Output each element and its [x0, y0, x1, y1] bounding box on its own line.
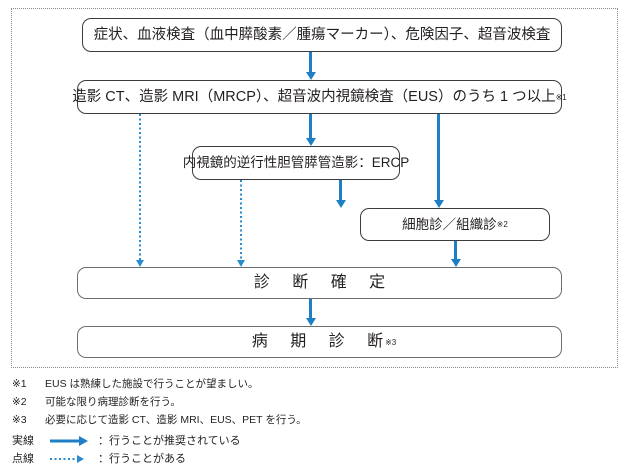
- node-diagnosis: 診 断 確 定: [77, 267, 562, 299]
- legend: 実線 ：行うことが推奨されている 点線 ：行うことがある: [12, 434, 618, 471]
- node-imaging-footnote-mark: ※1: [555, 92, 567, 102]
- footnote-text: 必要に応じて造影 CT、造影 MRI、EUS、PET を行う。: [45, 414, 307, 427]
- footnote-item: ※1 EUS は熟練した施設で行うことが望ましい。: [12, 378, 618, 391]
- footnotes-list: ※1 EUS は熟練した施設で行うことが望ましい。 ※2 可能な限り病理診断を行…: [12, 378, 618, 432]
- arrow-shaft: [437, 114, 440, 200]
- arrow-shaft: [139, 114, 141, 260]
- dotted-arrow-icon: [48, 454, 98, 465]
- node-staging-footnote-mark: ※3: [385, 337, 397, 347]
- arrow-shaft: [240, 180, 242, 260]
- arrowhead-down-icon: [305, 138, 316, 146]
- arrow-diagnosis-to-staging: [305, 299, 316, 326]
- arrow-symptoms-to-imaging: [305, 52, 316, 80]
- node-ercp: 内視鏡的逆行性胆管膵管造影：ERCP: [183, 146, 409, 180]
- footnote-mark: ※2: [12, 396, 27, 409]
- arrow-shaft: [309, 52, 312, 72]
- node-ercp-label: 内視鏡的逆行性胆管膵管造影：ERCP: [182, 155, 410, 171]
- arrow-ercp-to-cytology: [335, 180, 346, 208]
- solid-arrow-icon: [48, 436, 98, 447]
- legend-item-dotted: 点線 ：行うことがある: [12, 452, 618, 466]
- arrow-shaft: [309, 299, 312, 318]
- arrow-shaft: [339, 180, 342, 200]
- arrowhead-down-icon: [237, 260, 245, 267]
- node-cytology-label: 細胞診／組織診: [402, 216, 497, 232]
- node-staging-label: 病 期 診 断: [251, 333, 393, 350]
- diagram-frame: [11, 8, 618, 368]
- arrowhead-down-icon: [136, 260, 144, 267]
- node-diagnosis-label: 診 断 確 定: [253, 274, 395, 291]
- footnote-mark: ※3: [12, 414, 27, 427]
- node-cytology-footnote-mark: ※2: [496, 220, 508, 229]
- legend-label: 実線: [12, 435, 34, 447]
- node-cytology: 細胞診／組織診※2: [360, 208, 550, 241]
- footnote-item: ※3 必要に応じて造影 CT、造影 MRI、EUS、PET を行う。: [12, 414, 618, 427]
- footnote-text: EUS は熟練した施設で行うことが望ましい。: [45, 378, 259, 390]
- legend-description: ：行うことが推奨されている: [98, 435, 241, 447]
- arrowhead-down-icon: [305, 72, 316, 80]
- node-staging: 病 期 診 断※3: [77, 326, 562, 358]
- arrowhead-down-icon: [335, 200, 346, 208]
- arrowhead-down-icon: [450, 259, 461, 267]
- arrowhead-down-icon: [433, 200, 444, 208]
- arrow-shaft: [309, 114, 312, 138]
- legend-description: ：行うことがある: [98, 453, 186, 466]
- arrow-cytology-to-diagnosis: [450, 241, 461, 267]
- footnote-text: 可能な限り病理診断を行う。: [45, 396, 181, 409]
- legend-label: 点線: [12, 453, 34, 466]
- node-symptoms-label: 症状、血液検査（血中膵酸素／腫瘍マーカー）、危険因子、超音波検査: [93, 26, 551, 43]
- footnote-mark: ※1: [12, 378, 27, 390]
- arrow-imaging-to-ercp: [305, 114, 316, 146]
- arrow-imaging-to-cytology: [433, 114, 444, 208]
- arrow-shaft: [454, 241, 457, 259]
- node-imaging: 造影 CT、造影 MRI（MRCP）、超音波内視鏡検査（EUS）のうち 1 つ以…: [72, 80, 567, 114]
- footnote-item: ※2 可能な限り病理診断を行う。: [12, 396, 618, 409]
- dotted-arrow-imaging-to-diagnosis: [136, 114, 144, 267]
- node-symptoms: 症状、血液検査（血中膵酸素／腫瘍マーカー）、危険因子、超音波検査: [82, 18, 562, 52]
- dotted-arrow-ercp-to-diagnosis: [237, 180, 245, 267]
- arrowhead-down-icon: [305, 318, 316, 326]
- node-imaging-label: 造影 CT、造影 MRI（MRCP）、超音波内視鏡検査（EUS）のうち 1 つ以…: [72, 88, 556, 105]
- legend-item-solid: 実線 ：行うことが推奨されている: [12, 434, 618, 448]
